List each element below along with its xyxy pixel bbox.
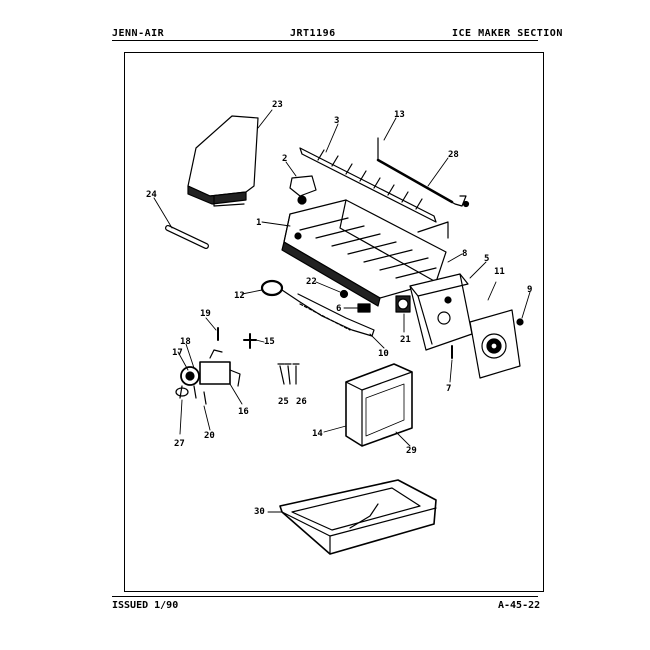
issued-date: ISSUED 1/90 — [112, 600, 179, 611]
callout-2: 2 — [282, 154, 287, 164]
leader-lines — [153, 109, 531, 513]
callout-6: 6 — [336, 304, 341, 314]
callout-10: 10 — [378, 349, 389, 359]
part-shield — [187, 115, 259, 207]
callout-28: 28 — [448, 150, 459, 160]
page-number: A-45-22 — [498, 600, 541, 611]
callout-14: 14 — [312, 429, 323, 439]
callout-15: 15 — [264, 337, 275, 347]
part-lever — [289, 175, 317, 205]
callout-7: 7 — [446, 384, 451, 394]
callout-18: 18 — [180, 337, 191, 347]
callout-19: 19 — [200, 309, 211, 319]
part-shutoff-arm — [376, 137, 470, 208]
callout-13: 13 — [394, 110, 405, 120]
callout-23: 23 — [272, 100, 283, 110]
part-motor — [395, 295, 411, 313]
part-cover-gear — [469, 309, 521, 379]
callout-8: 8 — [462, 249, 467, 259]
part-9 — [516, 318, 524, 326]
callout-1: 1 — [256, 218, 261, 228]
callout-11: 11 — [494, 267, 505, 277]
callout-9: 9 — [527, 285, 532, 295]
callout-30: 30 — [254, 507, 265, 517]
callout-25: 25 — [278, 397, 289, 407]
part-water-valve — [175, 349, 241, 405]
brand-label: JENN-AIR — [112, 28, 165, 39]
part-6 — [357, 303, 371, 313]
diagram-frame — [124, 52, 544, 592]
part-22 — [339, 289, 349, 299]
header-rule — [112, 40, 538, 41]
model-number: JRT1196 — [290, 28, 336, 39]
part-housing — [409, 273, 473, 351]
part-screws — [277, 363, 300, 385]
part-15 — [243, 333, 257, 349]
callout-12: 12 — [234, 291, 245, 301]
callout-20: 20 — [204, 431, 215, 441]
part-ejector — [299, 147, 437, 223]
section-title: ICE MAKER SECTION — [452, 28, 563, 39]
part-heater-rod — [165, 225, 209, 249]
part-mold — [281, 199, 449, 307]
callout-21: 21 — [400, 335, 411, 345]
callout-26: 26 — [296, 397, 307, 407]
callout-3: 3 — [334, 116, 339, 126]
footer-rule — [112, 596, 538, 597]
part-module — [345, 363, 413, 447]
callout-17: 17 — [172, 348, 183, 358]
callout-5: 5 — [484, 254, 489, 264]
callout-27: 27 — [174, 439, 185, 449]
part-ice-bin — [279, 479, 437, 555]
callout-22: 22 — [306, 277, 317, 287]
callout-labels: 23 3 13 28 2 24 1 8 5 11 9 22 12 6 19 15… — [146, 100, 532, 517]
callout-16: 16 — [238, 407, 249, 417]
callout-29: 29 — [406, 446, 417, 456]
callout-24: 24 — [146, 190, 157, 200]
